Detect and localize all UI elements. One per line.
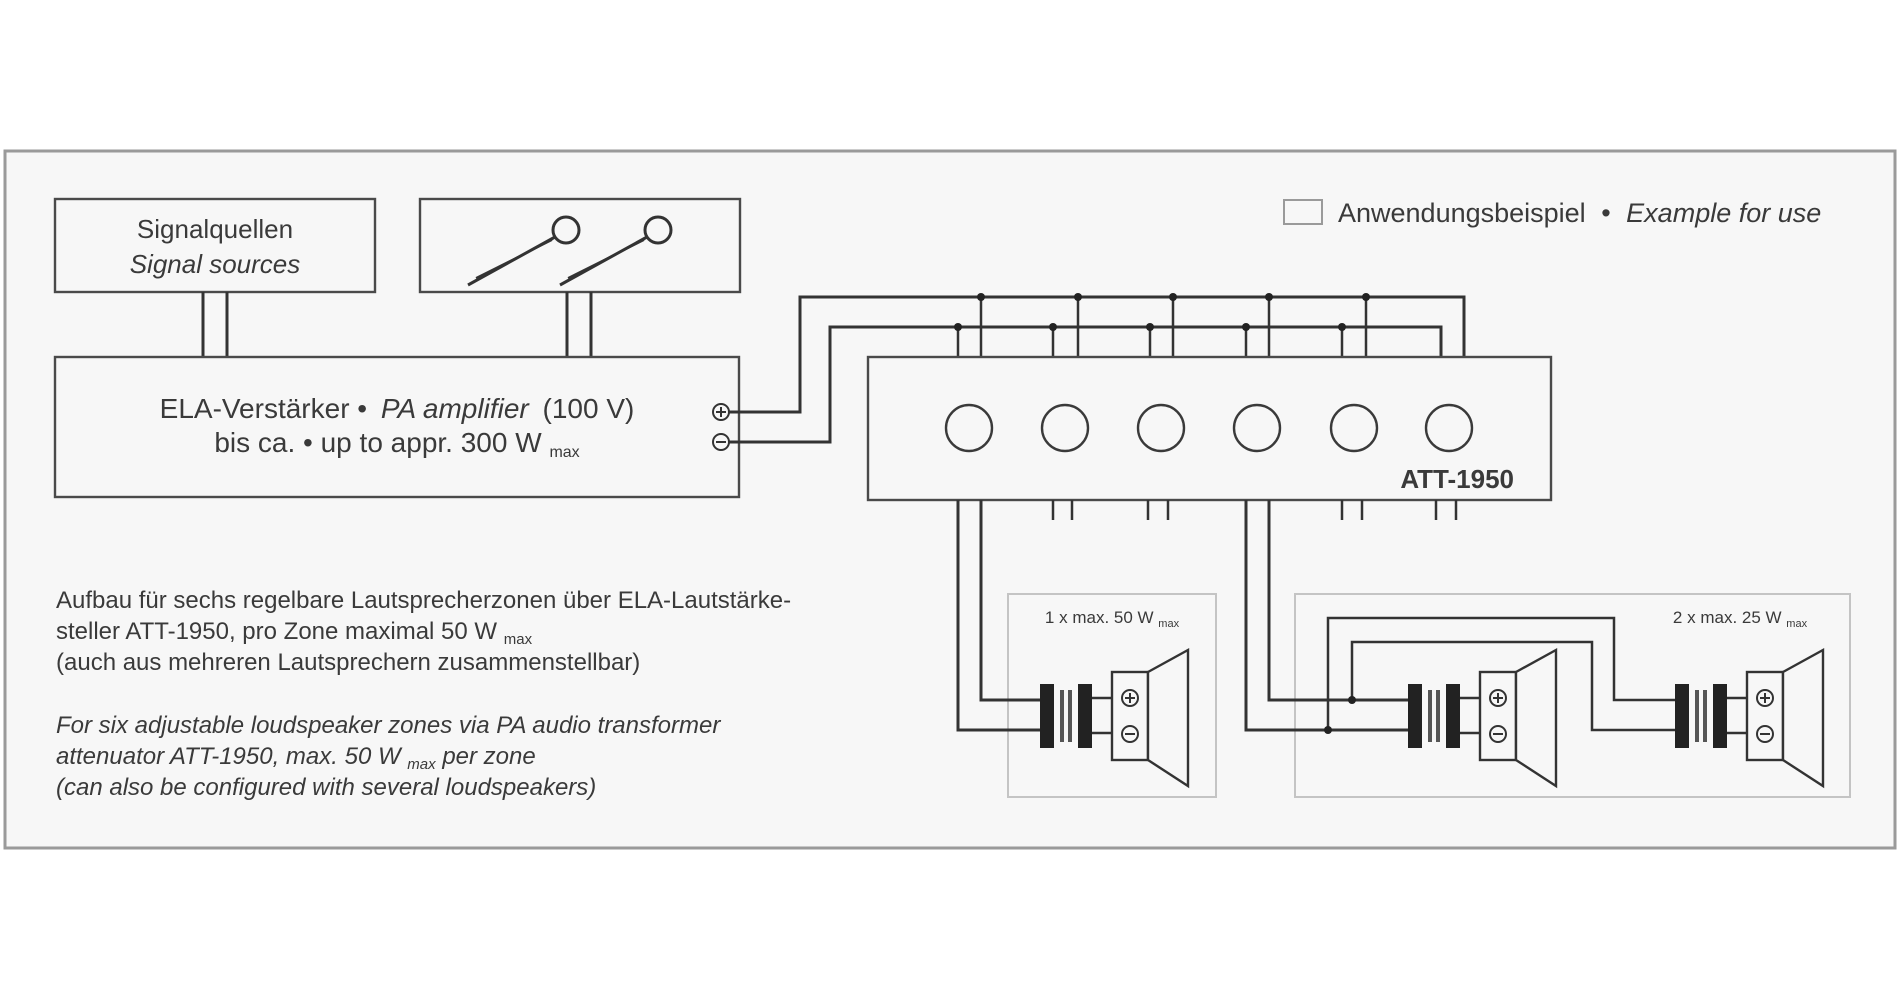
- speaker-bus: [729, 293, 1466, 444]
- description-german: Aufbau für sechs regelbare Lautsprecherz…: [56, 587, 791, 676]
- volume-knob: [944, 403, 994, 453]
- description-en-line1: For six adjustable loudspeaker zones via…: [56, 712, 721, 739]
- microphone-icon: [467, 215, 581, 287]
- volume-knob: [1136, 403, 1186, 453]
- legend: Anwendungsbeispiel • Example for use: [1283, 198, 1821, 228]
- description-de-line3: (auch aus mehreren Lautsprechern zusamme…: [56, 649, 640, 676]
- description-de-line1: Aufbau für sechs regelbare Lautsprecherz…: [56, 587, 791, 614]
- output-terminal-icon: [712, 403, 730, 421]
- legend-swatch: [1283, 199, 1323, 225]
- zone-2-label: 2 x max. 25 W: [1673, 608, 1782, 627]
- zone-output-stubs: [1051, 500, 1458, 520]
- zone-2-wiring: [1244, 500, 1675, 734]
- zone-2-label-sub: max: [1786, 618, 1807, 630]
- zone-1-wiring: [956, 500, 1040, 732]
- description-english: For six adjustable loudspeaker zones via…: [56, 712, 721, 801]
- microphones-box: [418, 197, 742, 294]
- svg-text:2 x max. 25 W max: 2 x max. 25 W max: [1673, 608, 1808, 630]
- zone-1-label-sub: max: [1158, 618, 1179, 630]
- signal-sources-box: Signalquellen Signal sources: [53, 197, 377, 294]
- description-en-line2-suffix: per zone: [441, 743, 535, 770]
- transformer-icon: [1675, 684, 1747, 748]
- microphone-icon: [559, 215, 673, 287]
- legend-separator: •: [1601, 198, 1610, 228]
- legend-label-de: Anwendungsbeispiel: [1338, 198, 1586, 228]
- volume-knob: [1040, 403, 1090, 453]
- amplifier-power-sub: max: [549, 444, 579, 461]
- zone-1-label: 1 x max. 50 W: [1045, 608, 1154, 627]
- legend-label-en: Example for use: [1626, 198, 1821, 228]
- transformer-icon: [1040, 684, 1112, 748]
- speaker-icon: [1478, 647, 1558, 789]
- signal-sources-label-en: Signal sources: [130, 249, 301, 279]
- svg-text:attenuator ATT-1950, max. 50 W: attenuator ATT-1950, max. 50 W max per z…: [56, 743, 536, 775]
- signal-sources-label-de: Signalquellen: [137, 214, 293, 244]
- description-de-line2-sub: max: [504, 631, 533, 648]
- amplifier-voltage: (100 V): [543, 393, 635, 424]
- svg-text:1 x max. 50 W max: 1 x max. 50 W max: [1045, 608, 1180, 630]
- output-terminal-icon: [712, 433, 730, 451]
- svg-text:ELA-Verstärker • PA ampl: ELA-Verstärker • PA amplifier (100 V): [160, 393, 635, 424]
- volume-knob: [1232, 403, 1282, 453]
- volume-knob: [1424, 403, 1474, 453]
- input-cables: [201, 292, 593, 357]
- amplifier-power: bis ca. • up to appr. 300 W: [214, 427, 542, 458]
- pa-amplifier-box: ELA-Verstärker • PA amplifier (100 V) bi…: [53, 355, 741, 499]
- description-en-line2: attenuator ATT-1950, max. 50 W: [56, 743, 403, 770]
- svg-text:steller ATT-1950, pro Zone max: steller ATT-1950, pro Zone maximal 50 W …: [56, 618, 533, 648]
- amplifier-label-de: ELA-Verstärker •: [160, 393, 367, 424]
- att-1950-box: ATT-1950: [866, 355, 1553, 502]
- transformer-icon: [1408, 684, 1480, 748]
- description-en-line3: (can also be configured with several lou…: [56, 774, 596, 801]
- volume-knob: [1329, 403, 1379, 453]
- amplifier-label-en: PA amplifier: [381, 393, 530, 424]
- attenuator-label: ATT-1950: [1400, 464, 1514, 494]
- svg-text:Anwendungsbeispiel •: Anwendungsbeispiel • Example for use: [1338, 198, 1821, 228]
- description-de-line2: steller ATT-1950, pro Zone maximal 50 W: [56, 618, 497, 645]
- svg-text:bis ca. • up to appr. 300 W: bis ca. • up to appr. 300 W max: [214, 427, 579, 461]
- description-en-line2-sub: max: [407, 756, 436, 773]
- speaker-icon: [1745, 647, 1825, 789]
- speaker-icon: [1110, 647, 1190, 789]
